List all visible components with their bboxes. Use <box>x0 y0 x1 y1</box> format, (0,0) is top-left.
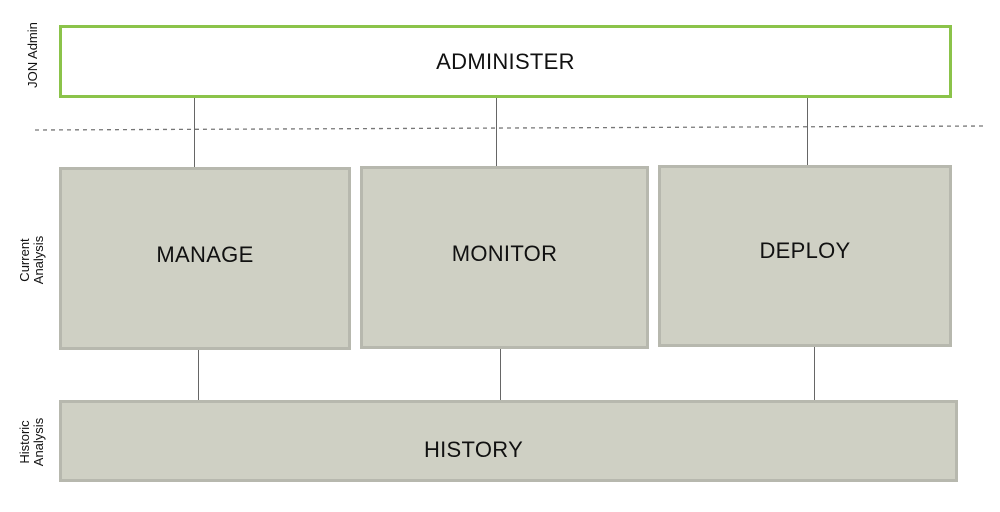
connector-monitor-history <box>500 348 501 400</box>
connector-deploy-history <box>814 346 815 400</box>
manage-label: MANAGE <box>156 241 254 267</box>
history-label: HISTORY <box>423 437 524 462</box>
history-box: HISTORY <box>59 400 958 482</box>
current-analysis-label: Current Analysis <box>17 235 46 285</box>
deploy-label: DEPLOY <box>759 238 851 263</box>
monitor-label: MONITOR <box>451 240 558 266</box>
connector-administer-manage <box>194 97 195 167</box>
monitor-box: MONITOR <box>360 166 649 349</box>
administer-box: ADMINISTER <box>59 25 952 98</box>
connector-administer-deploy <box>807 97 808 165</box>
connector-manage-history <box>198 349 199 400</box>
manage-box: MANAGE <box>59 167 351 350</box>
historic-analysis-label: Historic Analysis <box>17 417 46 467</box>
jon-admin-label: JON Admin <box>25 22 40 88</box>
deploy-box: DEPLOY <box>658 165 952 347</box>
connector-administer-monitor <box>496 97 497 166</box>
administer-label: ADMINISTER <box>436 48 575 74</box>
